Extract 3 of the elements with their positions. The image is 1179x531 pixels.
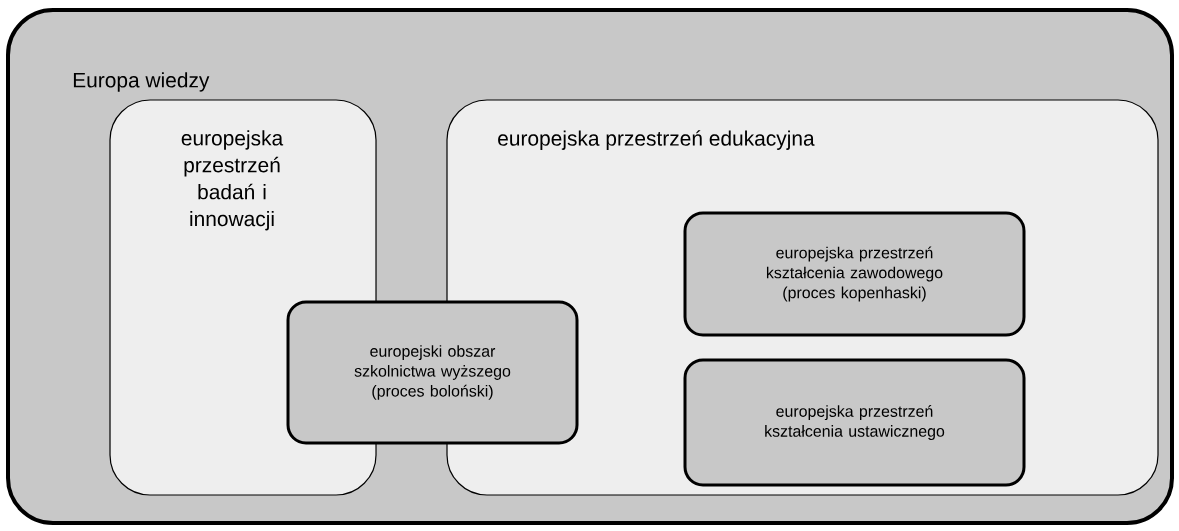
process-box: europejska przestrzeń kształcenia zawodowego (proces kopenhaski) [683, 211, 1026, 337]
process-box: europejska przestrzeń kształcenia ustawicznego [683, 358, 1026, 487]
process-box: europejski obszar szkolnictwa wyższego (proces boloński) [286, 300, 579, 445]
